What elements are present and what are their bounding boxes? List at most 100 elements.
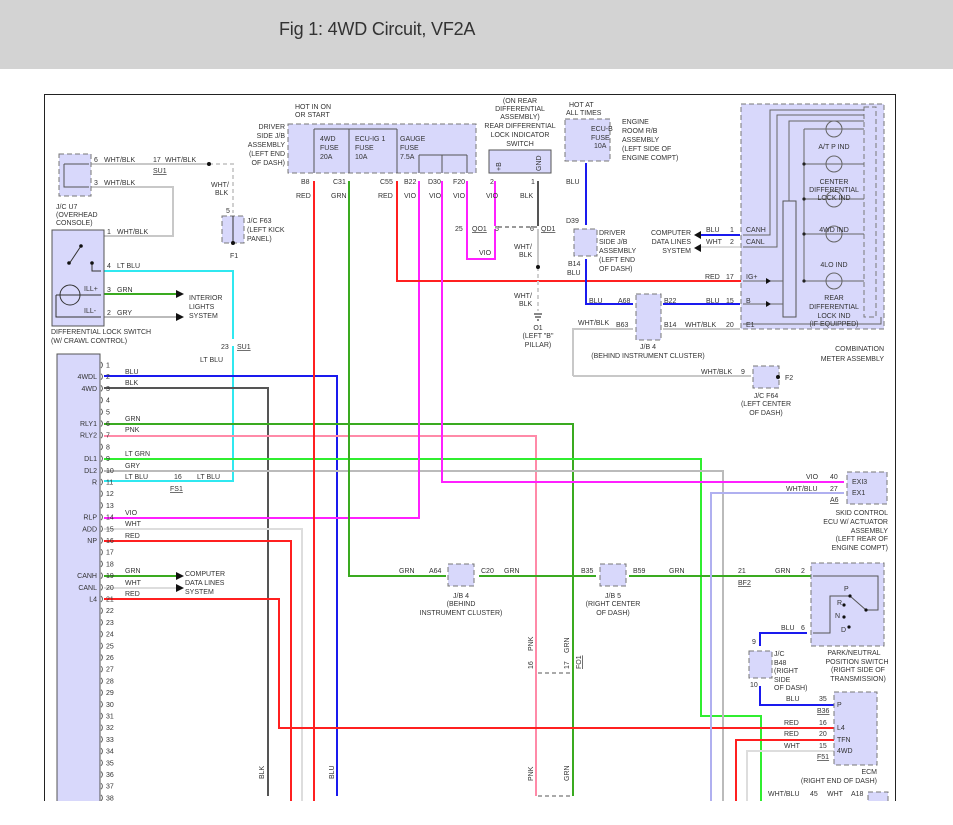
ecu-pin-connector-icon xyxy=(100,712,103,720)
wire-color-label: VIO xyxy=(404,193,417,200)
fuse-label: FUSE xyxy=(320,145,339,152)
ecu-pin-number: 17 xyxy=(106,550,114,557)
label-line: COMPUTER xyxy=(185,571,225,578)
lamp-icon xyxy=(825,272,843,290)
ecu-pin-connector-icon xyxy=(100,466,103,474)
ground-f1-label: F1 xyxy=(230,253,238,260)
interior-lights-label: INTERIOR xyxy=(189,295,222,302)
fuse-label: 10A xyxy=(594,143,607,150)
label-line: ASSEMBLY xyxy=(599,248,637,255)
ecu-pin-number: 31 xyxy=(106,714,114,721)
ecu-pin-connector-icon xyxy=(100,513,103,521)
park-neutral-label: PARK/NEUTRAL POSITION SWITCH (RIGHT SIDE… xyxy=(826,650,889,683)
indicator-label-line: DIFFERENTIAL xyxy=(809,304,859,311)
pin-label: 27 xyxy=(830,486,838,493)
ecu-pin-number: 25 xyxy=(106,643,114,650)
ecu-pin-name: R xyxy=(92,480,97,487)
ecu-pin-number: 8 xyxy=(106,444,110,451)
diode-icon xyxy=(766,278,771,307)
label-line: O1 xyxy=(533,325,542,332)
pin-label: 45 xyxy=(810,791,818,798)
wire-wht-blk-to-f63 xyxy=(209,163,234,213)
fuse-label: 10A xyxy=(355,154,368,161)
ecu-pin-name: RLP xyxy=(83,515,97,522)
ecu-pin-connector-icon xyxy=(100,478,103,486)
wire-color-label: VIO xyxy=(806,474,819,481)
connector-label-qd1: QD1 xyxy=(541,226,556,233)
jc-f64-box xyxy=(752,365,780,389)
ecu-pin-connector-icon xyxy=(100,373,103,381)
label-line: ASSEMBLY xyxy=(622,137,660,144)
pin-label: A18 xyxy=(851,791,864,798)
pin-name: 4WD xyxy=(837,748,853,755)
pin-label: 35 xyxy=(819,696,827,703)
label-line: J/B 4 xyxy=(640,344,656,351)
figure-title: Fig 1: 4WD Circuit, VF2A xyxy=(279,19,476,39)
label-line: ECM xyxy=(861,769,877,776)
indicator-label-4wd: 4WD IND xyxy=(819,227,849,234)
label-line: (BEHIND xyxy=(447,601,476,608)
ecu-pin-number: 10 xyxy=(106,468,114,475)
jc-u7-label-2: (OVERHEAD xyxy=(56,212,98,219)
wire-lt-blu-r xyxy=(104,346,234,482)
wire-color-label: WHT xyxy=(125,580,142,587)
label-line: ECU W/ ACTUATOR xyxy=(823,519,888,526)
jb-label-line: OF DASH) xyxy=(252,160,285,167)
pin-label: 17 xyxy=(726,274,734,281)
connector-label-qo1: QO1 xyxy=(472,226,487,233)
pin-name: IG+ xyxy=(746,274,757,281)
pin-label: 6 xyxy=(94,157,98,164)
ecu-computer-data-lines-label: COMPUTER DATA LINES SYSTEM xyxy=(185,571,225,596)
ecu-pin-connector-icon xyxy=(100,490,103,498)
wire-color-label: RED xyxy=(705,274,720,281)
indicator-label-line: LOCK IND xyxy=(817,195,850,202)
wire-color-label: BLU xyxy=(786,696,800,703)
wire-grn-c31 xyxy=(348,181,446,577)
ecu-pin-connector-icon xyxy=(100,665,103,673)
wire-color-label: PNK xyxy=(125,427,140,434)
hot-label-2: ALL TIMES xyxy=(566,110,602,117)
wire-color-label: WHT/ xyxy=(514,244,532,251)
ecu-pin-connector-icon xyxy=(100,700,103,708)
wire-color-label: GRN xyxy=(775,568,791,575)
pin-label: D39 xyxy=(566,218,579,225)
ecu-pin-number: 22 xyxy=(106,608,114,615)
wire-color-label: WHT/BLU xyxy=(786,486,818,493)
wire-blu-ecm-p xyxy=(759,686,844,706)
label-line: SIDE xyxy=(774,677,791,684)
pin-label: 5 xyxy=(226,208,230,215)
connector-label-b36: B36 xyxy=(817,708,830,715)
wire-wht-4wd xyxy=(746,750,844,801)
ecu-pin-number: 29 xyxy=(106,690,114,697)
indicator-label-line: LOCK IND xyxy=(817,313,850,320)
pin-label: B22 xyxy=(404,179,417,186)
ecu-pin-number: 6 xyxy=(106,421,110,428)
indicator-labels: A/T P IND CENTER DIFFERENTIAL LOCK IND 4… xyxy=(809,144,859,328)
ecu-pin-connector-icon xyxy=(100,572,103,579)
label-line: (RIGHT CENTER xyxy=(586,601,641,608)
label-line: (RIGHT END OF DASH) xyxy=(801,778,877,785)
fuse-label: 7.5A xyxy=(400,154,415,161)
pin-label: A64 xyxy=(429,568,442,575)
fuse-ecu-ig1: ECU-IG 1 FUSE 10A xyxy=(355,136,385,161)
diff-lock-switch-box xyxy=(51,229,105,327)
connector-label-f51: F51 xyxy=(817,754,829,761)
ecu-pin-number: 2 xyxy=(106,374,110,381)
pin-label: 2 xyxy=(730,239,734,246)
ecu-pin-number: 34 xyxy=(106,749,114,756)
wire-color-label: WHT xyxy=(125,521,142,528)
pin-label: 15 xyxy=(819,743,827,750)
label-line: INSTRUMENT CLUSTER) xyxy=(420,610,503,617)
jc-f63-label-3: PANEL) xyxy=(247,236,272,243)
wire-red-tfn xyxy=(735,739,844,801)
indicator-label-center-diff: CENTER xyxy=(820,179,849,186)
pin-label: B14 xyxy=(664,322,677,329)
ecu-pin-connector-icon xyxy=(100,443,103,451)
wire-grn-rly1 xyxy=(104,423,574,796)
arrow-icon xyxy=(694,231,701,252)
wire-color-label: WHT xyxy=(784,743,801,750)
pin-label: F20 xyxy=(453,179,465,186)
combination-meter-label: COMBINATION METER ASSEMBLY xyxy=(821,346,885,363)
wire-wht-blk-u7-3 xyxy=(91,186,174,237)
ground-o1-label: O1 (LEFT "B" PILLAR) xyxy=(523,325,554,349)
